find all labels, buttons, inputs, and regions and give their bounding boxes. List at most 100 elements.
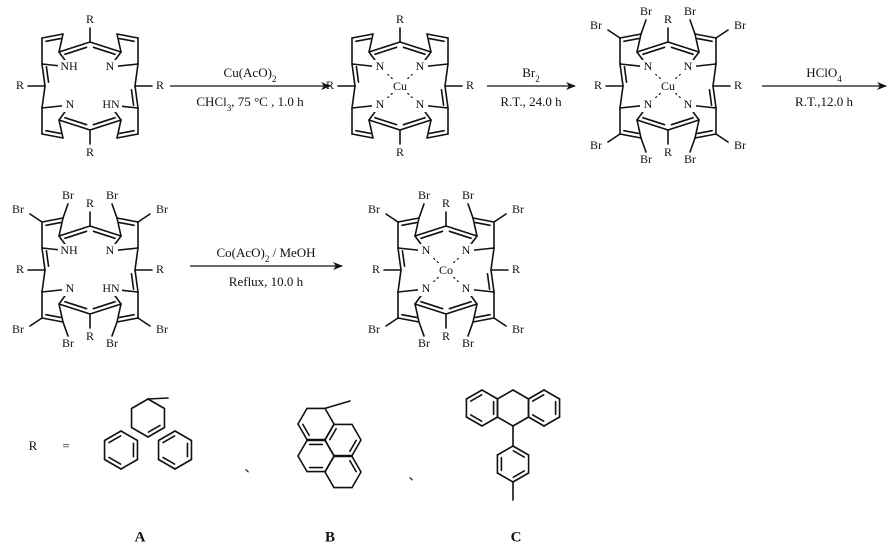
bond <box>117 134 138 138</box>
reagent-label: Cu(AcO)2 <box>224 65 277 84</box>
bond <box>117 218 138 222</box>
double-bond <box>356 67 358 82</box>
bond <box>325 424 334 440</box>
central-ring <box>132 399 165 437</box>
bond <box>159 431 175 441</box>
r-substituent: R <box>16 78 24 92</box>
bond <box>695 134 716 138</box>
double-bond <box>487 274 489 289</box>
methyl-bond <box>325 401 350 408</box>
bond <box>325 408 334 424</box>
bond <box>121 431 137 441</box>
bond <box>352 440 361 456</box>
bond <box>544 417 560 426</box>
bond <box>468 204 473 218</box>
benzene-ring <box>105 431 138 469</box>
bond <box>386 318 398 326</box>
bond <box>148 428 164 438</box>
bond <box>415 218 419 236</box>
tolyl-ring <box>497 446 528 482</box>
bond <box>369 120 373 138</box>
metal-center: Cu <box>393 79 407 93</box>
bond <box>175 431 191 441</box>
bond <box>427 34 448 38</box>
bond <box>42 64 45 86</box>
r-substituent: R <box>86 329 94 343</box>
beta-double-bond <box>119 315 134 318</box>
bond <box>445 86 448 108</box>
r-substituent: R <box>734 78 742 92</box>
condition-label: CHCl3, 75 °C , 1.0 h <box>196 94 304 113</box>
bond <box>419 322 424 336</box>
bond <box>497 473 513 482</box>
r-substituent: R <box>16 262 24 276</box>
nitrogen-atom: N <box>106 59 115 73</box>
bond <box>298 408 307 424</box>
r-substituent: R <box>594 78 602 92</box>
bond <box>325 456 334 472</box>
bond <box>620 64 623 86</box>
bond <box>641 138 646 152</box>
bond <box>398 248 401 270</box>
double-bond <box>441 90 443 105</box>
bond <box>473 218 477 236</box>
beta-double-bond <box>356 131 371 134</box>
bromine-atom: Br <box>418 188 430 202</box>
bond <box>298 456 307 472</box>
separator: 、 <box>408 468 421 483</box>
reagent-label: HClO4 <box>806 65 842 84</box>
pyrene-ring <box>325 456 361 487</box>
bromine-atom: Br <box>590 138 602 152</box>
bond <box>641 20 646 34</box>
r-substituent: R <box>442 329 450 343</box>
bond <box>482 390 498 399</box>
beta-double-bond <box>46 223 61 226</box>
bond <box>135 270 138 292</box>
bond <box>419 204 424 218</box>
bond <box>132 399 148 409</box>
beta-double-bond <box>624 131 639 134</box>
bond <box>513 417 529 426</box>
beta-double-bond <box>475 315 490 318</box>
bromine-atom: Br <box>684 4 696 18</box>
bond <box>427 134 448 138</box>
bond <box>352 86 355 108</box>
bond <box>325 472 334 488</box>
bond <box>117 34 138 38</box>
beta-double-bond <box>119 223 134 226</box>
bond <box>352 472 361 488</box>
equals-sign: = <box>62 438 69 453</box>
brominated-copper-porphyrin: RRRRBrBrBrBrBrBrBrBrCuNNNN <box>590 4 746 166</box>
bond <box>713 86 716 108</box>
option-label-c: C <box>511 529 522 545</box>
bond <box>112 204 117 218</box>
bond <box>42 270 45 292</box>
bond <box>716 134 728 142</box>
bond <box>620 86 623 108</box>
bond <box>121 460 137 470</box>
beta-double-bond <box>46 315 61 318</box>
bond <box>637 34 641 52</box>
bond <box>497 417 513 426</box>
r-substituent: R <box>664 145 672 159</box>
bromine-atom: Br <box>156 322 168 336</box>
metal-center: Co <box>439 263 453 277</box>
r-substituent: R <box>326 78 334 92</box>
nitrogen-atom: N <box>66 281 75 295</box>
reaction-arrows: Cu(AcO)2CHCl3, 75 °C , 1.0 hBr2R.T., 24.… <box>170 65 886 289</box>
r-substituent: R <box>664 12 672 26</box>
brominated-cobalt-porphyrin: RRRRBrBrBrBrBrBrBrBrCoNNNN <box>368 188 524 350</box>
nitrogen-atom: N <box>106 243 115 257</box>
bond <box>415 304 419 322</box>
double-bond <box>46 67 48 82</box>
bromine-atom: Br <box>512 322 524 336</box>
free-base-porphyrin: RRRRNHNNHN <box>16 12 164 159</box>
nitrogen-atom: N <box>422 281 431 295</box>
bond <box>491 270 494 292</box>
bond <box>148 399 164 409</box>
bond <box>325 440 334 456</box>
bromine-atom: Br <box>368 322 380 336</box>
bond <box>138 318 150 326</box>
bond <box>620 34 641 38</box>
